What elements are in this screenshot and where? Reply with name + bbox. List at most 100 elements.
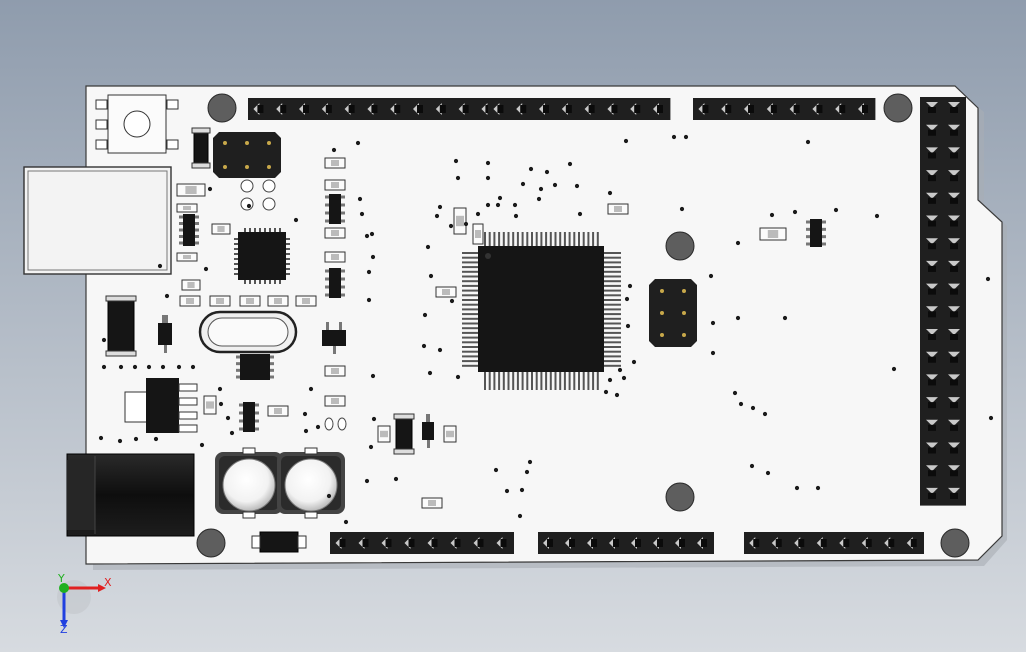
via (504, 488, 510, 494)
via (422, 312, 428, 318)
dc-barrel-jack-icon[interactable] (66, 453, 195, 537)
pcb-vias (98, 134, 994, 525)
via (437, 204, 443, 210)
usb-interface-chip[interactable] (234, 228, 290, 284)
passive-14 (324, 365, 346, 377)
soic-e[interactable] (806, 219, 826, 247)
crystal-oscillator-icon[interactable] (198, 310, 298, 354)
transistor-0[interactable] (322, 322, 346, 354)
usb-b-connector-icon[interactable] (23, 166, 172, 275)
via (485, 175, 491, 181)
right-double-header[interactable] (920, 97, 966, 506)
passive-12 (267, 295, 289, 307)
soic-c[interactable] (325, 268, 345, 298)
via (225, 415, 231, 421)
solder-jumper (262, 179, 276, 193)
via (246, 203, 252, 209)
via (874, 213, 880, 219)
via (132, 364, 138, 370)
via (497, 195, 503, 201)
via (520, 181, 526, 187)
icsp-header-usb[interactable] (213, 132, 281, 178)
via (805, 139, 811, 145)
tactile-switch-icon[interactable] (95, 94, 179, 154)
triad-x-label: X (104, 576, 112, 589)
via (101, 364, 107, 370)
via (625, 323, 631, 329)
transistor-2[interactable] (422, 414, 434, 448)
via (631, 359, 637, 365)
via (448, 223, 454, 229)
mounting-hole (883, 93, 913, 123)
passive-22 (759, 227, 787, 241)
soic-b[interactable] (325, 194, 345, 224)
soic-d[interactable] (239, 402, 259, 432)
via (425, 244, 431, 250)
soic-a[interactable] (179, 214, 199, 246)
via (988, 415, 994, 421)
via (308, 386, 314, 392)
via (117, 438, 123, 444)
passive-6 (324, 227, 346, 239)
passive-24 (443, 425, 457, 443)
via (368, 444, 374, 450)
passive-4 (324, 157, 346, 169)
bottom-header-left[interactable] (330, 532, 514, 554)
diode-2[interactable] (393, 413, 415, 455)
via (671, 134, 677, 140)
soic-f[interactable] (236, 354, 274, 380)
via (603, 389, 609, 395)
via (528, 166, 534, 172)
transistor-1[interactable] (158, 315, 172, 353)
passive-15 (324, 395, 346, 407)
via (315, 424, 321, 430)
via (710, 350, 716, 356)
via (437, 347, 443, 353)
diode-0[interactable] (105, 295, 137, 357)
via (199, 442, 205, 448)
diode-1[interactable] (191, 127, 211, 169)
via (524, 469, 530, 475)
via (769, 212, 775, 218)
via (357, 196, 363, 202)
solder-pad (324, 417, 334, 431)
via (792, 209, 798, 215)
diode-3[interactable] (251, 531, 307, 553)
electrolytic-capacitor-2[interactable] (277, 447, 345, 519)
via (98, 435, 104, 441)
solder-jumper (240, 197, 254, 211)
triad-y-label: Y (57, 572, 65, 585)
passive-0 (176, 183, 206, 197)
mounting-hole (207, 93, 237, 123)
voltage-regulator[interactable] (124, 378, 198, 433)
tqfp100-chip-icon[interactable] (462, 232, 621, 390)
solder-jumper (240, 179, 254, 193)
via (449, 298, 455, 304)
via (359, 211, 365, 217)
via (355, 140, 361, 146)
via (710, 320, 716, 326)
top-header-right[interactable] (693, 98, 876, 120)
passive-21 (472, 223, 484, 245)
via (624, 296, 630, 302)
bottom-header-right[interactable] (744, 532, 924, 554)
icsp-header-mcu[interactable] (649, 279, 697, 347)
via (326, 493, 332, 499)
via (782, 315, 788, 321)
via (371, 416, 377, 422)
coordinate-triad-icon: X Y Z (57, 572, 112, 636)
top-header-mid[interactable] (488, 98, 671, 120)
via (815, 485, 821, 491)
via (370, 373, 376, 379)
via (427, 370, 433, 376)
via (453, 158, 459, 164)
via (203, 266, 209, 272)
via (735, 315, 741, 321)
bottom-header-mid[interactable] (538, 532, 714, 554)
via (364, 233, 370, 239)
electrolytic-capacitor-icon[interactable] (215, 447, 283, 519)
via (157, 263, 163, 269)
solder-pad (337, 417, 347, 431)
